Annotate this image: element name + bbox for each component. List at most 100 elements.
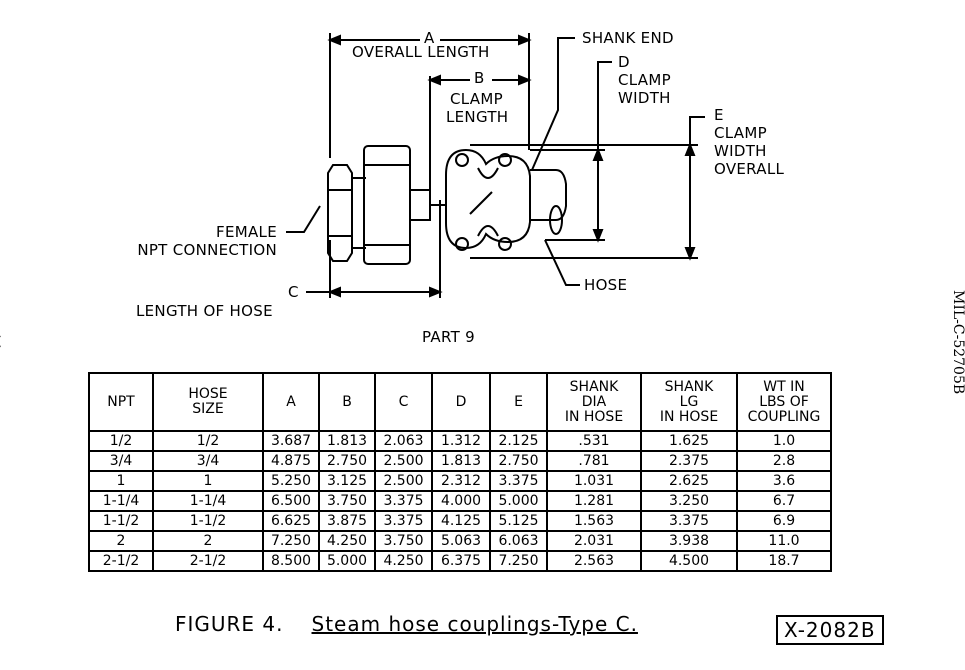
header-line: DIA xyxy=(581,393,607,410)
table-cell: 2.031 xyxy=(546,530,642,552)
table-cell: 3.750 xyxy=(318,490,376,512)
figure-title: Steam hose couplings-Type C. xyxy=(311,612,638,636)
header-line: NPT xyxy=(107,393,135,410)
header-line: HOSE xyxy=(188,386,228,402)
header-line: SHANK xyxy=(664,378,714,395)
table-cell: 1 xyxy=(152,470,264,492)
header-line: SIZE xyxy=(192,401,224,417)
page-number: 14 xyxy=(0,332,2,350)
table-cell: 1.813 xyxy=(318,430,376,452)
dim-e-label-1: CLAMP xyxy=(714,124,767,142)
table-cell: 3.375 xyxy=(640,510,738,532)
table-cell: 3.750 xyxy=(374,530,433,552)
dim-b-label-1: CLAMP xyxy=(450,90,503,108)
table-cell: 1.625 xyxy=(640,430,738,452)
header-line: IN HOSE xyxy=(659,408,719,425)
table-cell: 8.500 xyxy=(262,550,320,572)
table-cell: 2.125 xyxy=(489,430,548,452)
table-cell: 7.250 xyxy=(489,550,548,572)
table-cell: 2.750 xyxy=(489,450,548,472)
table-cell: 2 xyxy=(152,530,264,552)
part-label: PART 9 xyxy=(422,328,475,346)
header-line: C xyxy=(398,393,409,410)
dim-c-label: LENGTH OF HOSE xyxy=(136,302,273,320)
dim-e-leader xyxy=(689,116,705,145)
header-line: D xyxy=(455,393,467,410)
table-cell: 3/4 xyxy=(88,450,154,472)
table-cell: 1.312 xyxy=(431,430,491,452)
table-cell: 1-1/4 xyxy=(88,490,154,512)
table-cell: 2-1/2 xyxy=(88,550,154,572)
table-cell: 6.063 xyxy=(489,530,548,552)
dim-e-label-3: OVERALL xyxy=(714,160,785,178)
dim-e-label-2: WIDTH xyxy=(714,142,767,160)
hose-label: HOSE xyxy=(584,276,628,294)
header-line: WT IN xyxy=(763,378,805,395)
table-cell: 2.563 xyxy=(546,550,642,572)
table-header-cell: C xyxy=(374,372,433,432)
table-cell: 3.687 xyxy=(262,430,320,452)
table-cell: 3.250 xyxy=(640,490,738,512)
table-cell: 5.125 xyxy=(489,510,548,532)
table-cell: 3/4 xyxy=(152,450,264,472)
table-cell: 1 xyxy=(88,470,154,492)
table-cell: 6.7 xyxy=(736,490,832,512)
dim-d-label-2: WIDTH xyxy=(618,89,671,107)
table-cell: .531 xyxy=(546,430,642,452)
table-cell: 2.8 xyxy=(736,450,832,472)
table-cell: 2.750 xyxy=(318,450,376,472)
table-cell: 1-1/2 xyxy=(88,510,154,532)
table-cell: 3.6 xyxy=(736,470,832,492)
female-label-1: FEMALE xyxy=(216,223,277,241)
shank-end-leader xyxy=(531,37,575,171)
header-line: IN HOSE xyxy=(564,408,624,425)
table-cell: 2.375 xyxy=(640,450,738,472)
table-cell: 4.000 xyxy=(431,490,491,512)
spec-identifier: MIL-C-52705B xyxy=(950,290,965,395)
table-cell: 4.500 xyxy=(640,550,738,572)
figure-caption: FIGURE 4. Steam hose couplings-Type C. xyxy=(175,612,638,636)
table-cell: 1.031 xyxy=(546,470,642,492)
header-line: COUPLING xyxy=(747,408,821,425)
hose-leader xyxy=(544,239,580,286)
table-cell: 1.813 xyxy=(431,450,491,472)
table-cell: .781 xyxy=(546,450,642,472)
header-line: B xyxy=(342,393,352,410)
dim-b-letter: B xyxy=(474,69,485,87)
female-leader xyxy=(286,205,321,233)
figure-number: FIGURE 4. xyxy=(175,612,284,636)
header-line: E xyxy=(514,393,523,410)
shank-end-label: SHANK END xyxy=(582,29,674,47)
table-cell: 1-1/4 xyxy=(152,490,264,512)
table-cell: 2.063 xyxy=(374,430,433,452)
drawing-reference-box: X-2082B xyxy=(776,615,884,645)
table-header-cell: D xyxy=(431,372,491,432)
header-line: LBS OF xyxy=(759,393,809,410)
hose-shank xyxy=(530,169,567,235)
table-cell: 3.125 xyxy=(318,470,376,492)
table-cell: 18.7 xyxy=(736,550,832,572)
dim-e-letter: E xyxy=(714,106,724,124)
table-cell: 4.125 xyxy=(431,510,491,532)
table-cell: 11.0 xyxy=(736,530,832,552)
table-cell: 5.000 xyxy=(318,550,376,572)
table-header-cell: E xyxy=(489,372,548,432)
table-cell: 5.063 xyxy=(431,530,491,552)
table-cell: 2-1/2 xyxy=(152,550,264,572)
hex-nut xyxy=(327,164,366,262)
table-cell: 2.312 xyxy=(431,470,491,492)
table-cell: 3.375 xyxy=(374,510,433,532)
female-label-2: NPT CONNECTION xyxy=(137,241,277,259)
header-line: LG xyxy=(679,393,699,410)
